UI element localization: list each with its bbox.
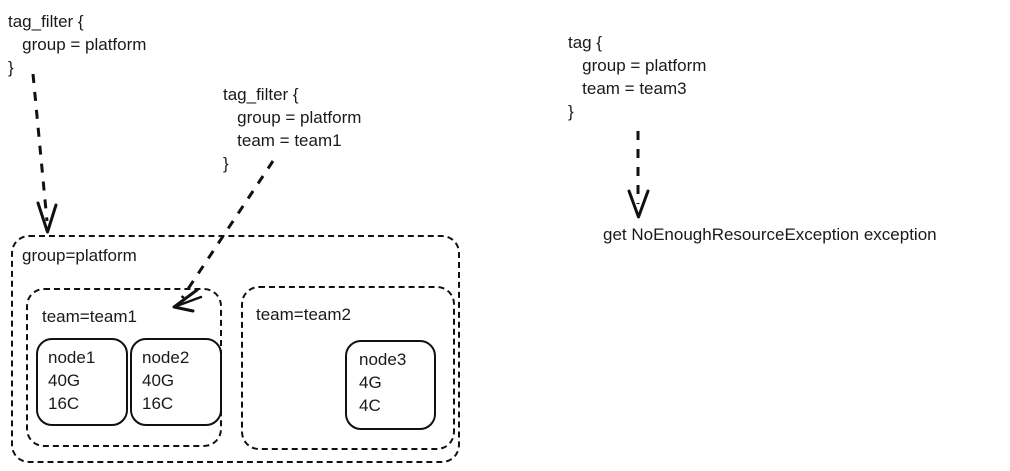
node3-name: node3 [359,350,407,369]
exception-text: get NoEnoughResourceException exception [603,225,937,244]
node2-memory: 40G [142,371,175,390]
node1-cpu: 16C [48,394,80,413]
node3-memory: 4G [359,373,382,392]
arrow-group-filter-to-group-box [31,73,58,234]
node2-cpu: 16C [142,394,174,413]
node1-memory: 40G [48,371,81,390]
code-block-tag-filter-group: tag_filter { group = platform } [8,12,147,77]
team-team2-label: team=team2 [256,305,351,324]
node2-name: node2 [142,348,190,367]
node-box-node2 [130,338,222,426]
node-box-node1 [36,338,128,426]
group-platform-label: group=platform [22,246,137,265]
node3-cpu: 4C [359,396,381,415]
arrow-tag-team3-to-exception [627,131,650,219]
team-team2-box [241,286,455,450]
code-block-tag-filter-group-team1: tag_filter { group = platform team = tea… [223,85,362,173]
team-team1-label: team=team1 [42,307,137,326]
node1-name: node1 [48,348,96,367]
node-box-node3 [345,340,436,430]
code-block-tag-group-team3: tag { group = platform team = team3 } [568,33,707,121]
